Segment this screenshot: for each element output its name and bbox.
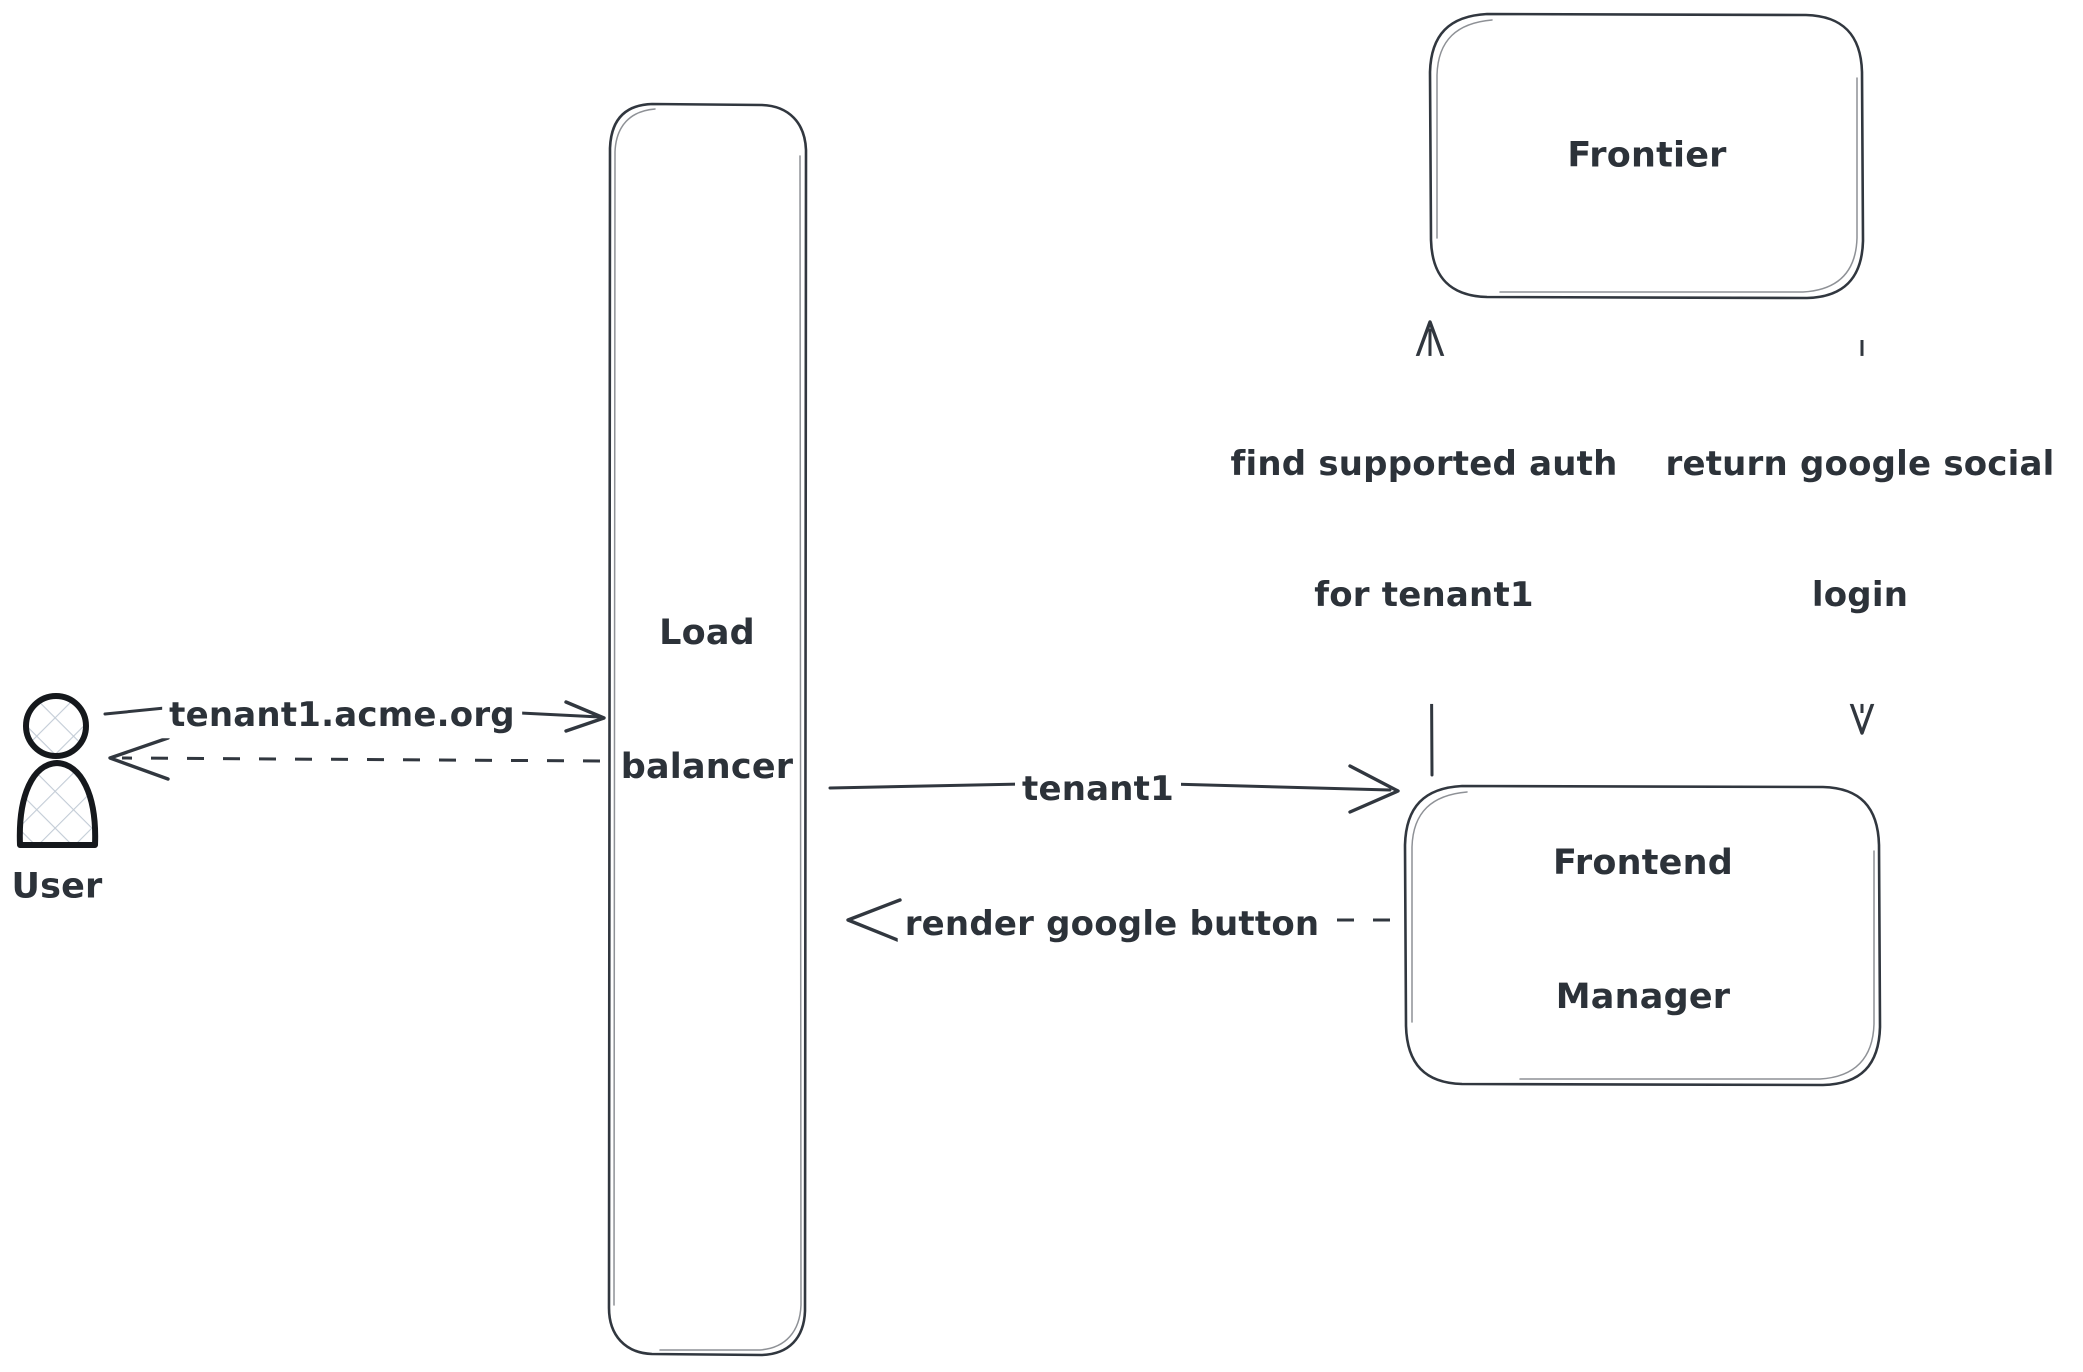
node-label-frontier: Frontier xyxy=(1567,135,1727,176)
find-auth-label-line2: for tenant1 xyxy=(1314,574,1534,615)
return-login-label-line2: login xyxy=(1811,574,1909,615)
edge-label-tenant1: tenant1 xyxy=(1015,768,1181,812)
node-label-load-balancer: Load balancer xyxy=(621,521,794,879)
load-balancer-label-line2: balancer xyxy=(620,746,794,787)
load-balancer-label-line1: Load xyxy=(659,612,755,653)
edge-label-render-google-button: render google button xyxy=(897,903,1327,947)
actor-user-icon[interactable] xyxy=(16,693,99,848)
node-frontend-manager[interactable] xyxy=(1403,784,1882,1087)
edge-loadbalancer-to-user xyxy=(108,736,601,781)
edge-label-find-supported-auth: find supported auth for tenant1 xyxy=(1223,355,1625,705)
node-label-frontend-manager: Frontend Manager xyxy=(1553,751,1733,1109)
node-load-balancer[interactable] xyxy=(607,102,808,1357)
return-login-label-line1: return google social xyxy=(1665,443,2055,484)
edge-loadbalancer-to-frontendmanager xyxy=(828,764,1400,814)
frontend-manager-label-line1: Frontend xyxy=(1553,842,1733,883)
edge-frontendmanager-to-loadbalancer xyxy=(846,898,1390,943)
frontend-manager-label-line2: Manager xyxy=(1555,976,1731,1017)
actor-label-user: User xyxy=(11,866,103,907)
edge-label-return-google-social-login: return google social login xyxy=(1658,355,2062,705)
edge-label-tenant1-acme-org: tenant1.acme.org xyxy=(162,694,522,738)
node-frontier[interactable] xyxy=(1428,12,1865,300)
find-auth-label-line1: find supported auth xyxy=(1230,443,1618,484)
